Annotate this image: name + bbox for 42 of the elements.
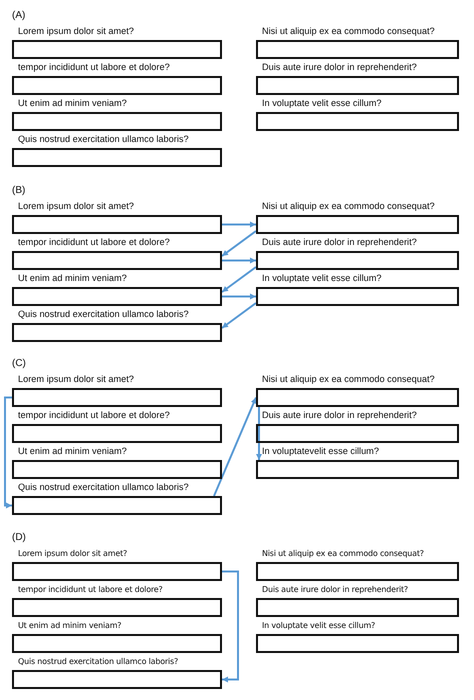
question-label: Duis aute irure dolor in reprehenderit? bbox=[262, 237, 417, 248]
question-label: tempor incididunt ut labore et dolore? bbox=[18, 237, 170, 248]
question-label: In voluptatevelit esse cillum? bbox=[262, 446, 379, 457]
question-label: Lorem ipsum dolor sit amet? bbox=[18, 201, 134, 212]
question-label: Quis nostrud exercitation ullamco laboris? bbox=[18, 309, 189, 320]
panel-label: (B) bbox=[12, 185, 26, 197]
question-label: Quis nostrud exercitation ullamco laboris? bbox=[18, 482, 189, 493]
question-label: Ut enim ad minim veniam? bbox=[18, 273, 127, 284]
arrow bbox=[222, 222, 256, 228]
question-label: Nisi ut aliquip ex ea commodo consequat? bbox=[262, 374, 435, 385]
question-label: Lorem ipsum dolor sit amet? bbox=[18, 374, 134, 385]
arrow bbox=[221, 230, 257, 257]
question-label: tempor incididunt ut labore et dolore? bbox=[18, 62, 170, 73]
arrow bbox=[222, 258, 256, 264]
question-label: Lorem ipsum dolor sit amet? bbox=[18, 548, 128, 559]
question-label: tempor incididunt ut labore et dolore? bbox=[18, 584, 163, 595]
question-label: In voluptate velit esse cillum? bbox=[262, 273, 382, 284]
arrow bbox=[222, 570, 239, 682]
panel-label: (A) bbox=[12, 10, 26, 22]
panel-label: (D) bbox=[12, 532, 26, 544]
question-label: Duis aute irure dolor in reprehenderit? bbox=[262, 62, 417, 73]
question-label: Nisi ut aliquip ex ea commodo consequat? bbox=[262, 201, 435, 212]
arrow bbox=[4, 396, 12, 508]
question-label: Nisi ut aliquip ex ea commodo consequat? bbox=[262, 26, 435, 37]
question-label: Duis aute irure dolor in reprehenderit? bbox=[262, 584, 408, 595]
question-label: Duis aute irure dolor in reprehenderit? bbox=[262, 410, 417, 421]
question-label: In voluptate velit esse cillum? bbox=[262, 620, 376, 631]
question-label: tempor incididunt ut labore et dolore? bbox=[18, 410, 170, 421]
question-label: In voluptate velit esse cillum? bbox=[262, 98, 382, 109]
arrow bbox=[221, 266, 257, 293]
arrow bbox=[221, 302, 257, 329]
question-label: Ut enim ad minim veniam? bbox=[18, 446, 127, 457]
question-label: Ut enim ad minim veniam? bbox=[18, 620, 122, 631]
question-label: Nisi ut aliquip ex ea commodo consequat? bbox=[262, 548, 424, 559]
question-label: Lorem ipsum dolor sit amet? bbox=[18, 26, 134, 37]
arrow bbox=[222, 294, 256, 300]
question-label: Quis nostrud exercitation ullamco laboris? bbox=[18, 656, 178, 667]
question-label: Ut enim ad minim veniam? bbox=[18, 98, 127, 109]
arrow bbox=[256, 407, 262, 460]
panel-label: (C) bbox=[12, 358, 26, 370]
arrow bbox=[213, 397, 257, 496]
question-label: Quis nostrud exercitation ullamco laboris? bbox=[18, 134, 189, 145]
